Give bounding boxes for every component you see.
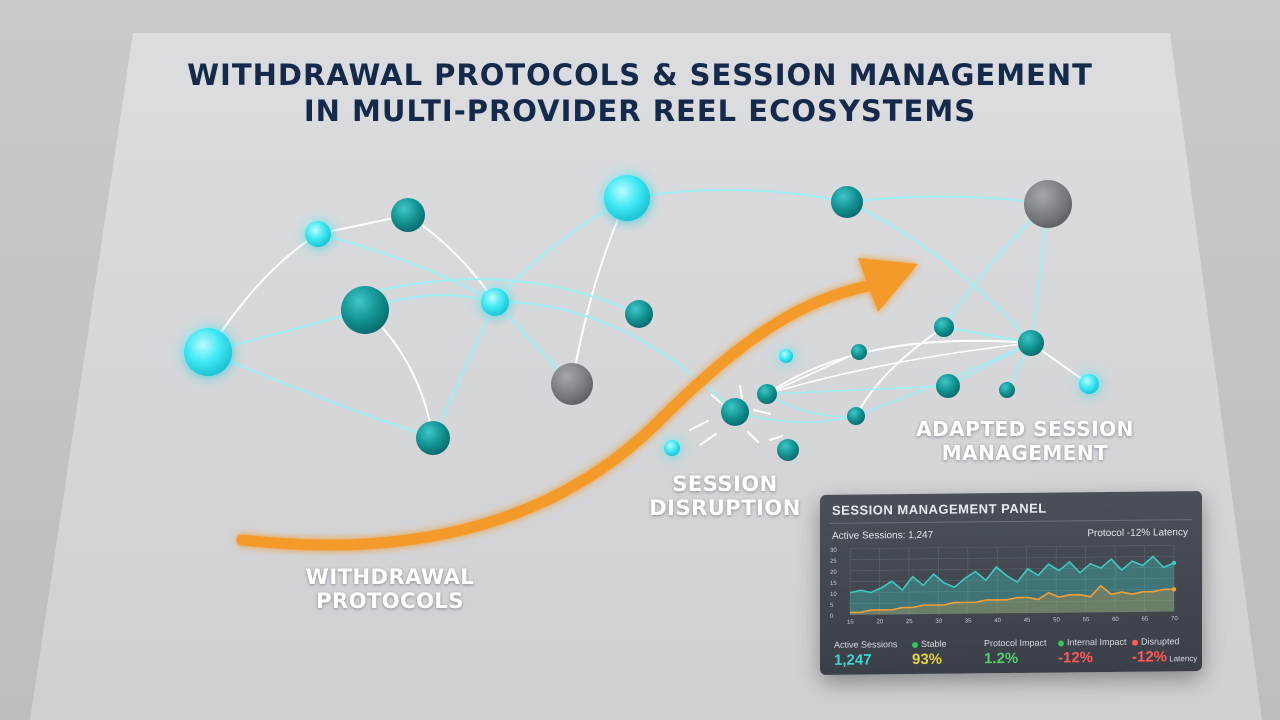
network-node xyxy=(999,382,1015,398)
network-node xyxy=(341,286,389,334)
network-node xyxy=(481,288,509,316)
chart-gridline-h xyxy=(850,544,1174,550)
chart-series-endpoint xyxy=(1171,560,1177,566)
chart-x-tick-label: 60 xyxy=(1112,617,1119,623)
chart-y-tick-label: 25 xyxy=(830,559,837,565)
network-node xyxy=(934,317,954,337)
stat-value-suffix: Latency xyxy=(1167,654,1198,664)
stat-label: Stable xyxy=(912,639,947,649)
network-node xyxy=(831,186,863,218)
chart-x-tick-label: 20 xyxy=(876,619,883,625)
network-node xyxy=(604,175,650,221)
network-node xyxy=(625,300,653,328)
disruption-sparks xyxy=(689,385,783,446)
chart-gridline-h xyxy=(850,555,1174,561)
network-node xyxy=(416,421,450,455)
network-node xyxy=(721,398,749,426)
chart-y-tick-label: 30 xyxy=(830,548,837,554)
network-node xyxy=(777,439,799,461)
chart-y-tick-label: 0 xyxy=(830,614,834,620)
status-dot-icon xyxy=(1132,639,1138,646)
chart-gridline-h xyxy=(850,610,1174,616)
withdrawal-protocols-label: WITHDRAWAL PROTOCOLS xyxy=(270,565,510,613)
chart-y-tick-label: 10 xyxy=(830,592,837,598)
protocol-latency-text: Protocol -12% Latency xyxy=(1087,527,1188,540)
chart-x-tick-label: 70 xyxy=(1171,616,1178,622)
network-node xyxy=(551,363,593,405)
network-nodes xyxy=(184,175,1099,461)
adapted-label-line-2: MANAGEMENT xyxy=(941,441,1109,465)
chart-series-endpoint xyxy=(1171,587,1177,592)
chart-x-tick-label: 30 xyxy=(935,619,942,625)
withdrawal-label-line-1: WITHDRAWAL xyxy=(305,565,475,589)
chart-series-area xyxy=(850,585,1174,615)
withdrawal-arrow xyxy=(236,258,918,551)
disruption-label-line-1: SESSION xyxy=(672,472,778,496)
active-sessions-text: Active Sessions: 1,247 xyxy=(832,529,934,542)
disruption-label-line-2: DISRUPTION xyxy=(649,496,801,520)
chart-x-tick-label: 55 xyxy=(1083,617,1090,623)
stat-label: Active Sessions xyxy=(834,639,898,650)
status-dot-icon xyxy=(912,641,918,648)
chart-x-tick-label: 40 xyxy=(994,618,1001,624)
stat-value: 1.2% xyxy=(984,649,1019,668)
stat-value: 1,247 xyxy=(834,651,872,669)
panel-divider xyxy=(830,519,1192,524)
withdrawal-label-line-2: PROTOCOLS xyxy=(316,589,464,613)
stat-label: Protocol Impact xyxy=(984,637,1047,649)
chart-y-tick-label: 5 xyxy=(830,603,834,609)
stat-label: Disrupted xyxy=(1132,636,1180,647)
chart-x-tick-label: 50 xyxy=(1053,617,1060,623)
chart-series-area xyxy=(850,556,1174,615)
stat-value: 93% xyxy=(912,650,943,669)
chart-gridline-h xyxy=(850,577,1174,583)
stat-value: -12% Latency xyxy=(1132,648,1198,666)
chart-x-tick-label: 45 xyxy=(1024,618,1031,624)
chart-series-line xyxy=(849,555,1175,594)
network-node xyxy=(1024,180,1072,228)
panel-title: SESSION MANAGEMENT PANEL xyxy=(832,500,1047,518)
chart-x-tick-label: 25 xyxy=(906,619,913,625)
network-node xyxy=(779,349,793,363)
adapted-session-label: ADAPTED SESSION MANAGEMENT xyxy=(900,417,1150,465)
network-node xyxy=(851,344,867,360)
adapted-label-line-1: ADAPTED SESSION xyxy=(916,417,1134,441)
title-line-2: IN MULTI-PROVIDER REEL ECOSYSTEMS xyxy=(303,94,977,128)
chart-gridline-h xyxy=(850,588,1174,594)
chart-x-tick-label: 65 xyxy=(1142,617,1149,623)
network-node xyxy=(391,198,425,232)
network-node xyxy=(936,374,960,398)
network-node xyxy=(1079,374,1099,394)
network-node xyxy=(664,440,680,456)
chart-y-tick-label: 20 xyxy=(830,570,837,576)
status-dot-icon xyxy=(1058,640,1064,647)
network-node xyxy=(757,384,777,404)
session-management-panel: SESSION MANAGEMENT PANEL Active Sessions… xyxy=(820,490,1202,676)
stat-value: -12% xyxy=(1058,649,1094,667)
chart-y-tick-label: 15 xyxy=(830,581,837,587)
chart-series-line xyxy=(850,584,1174,614)
chart-gridline-h xyxy=(850,599,1174,605)
network-node xyxy=(847,407,865,425)
network-node xyxy=(305,221,331,247)
chart-x-tick-label: 35 xyxy=(965,618,972,624)
chart-x-tick-label: 15 xyxy=(847,620,854,626)
network-node xyxy=(184,328,232,376)
stat-label: Internal Impact xyxy=(1058,637,1127,648)
network-node xyxy=(1018,330,1044,356)
title-line-1: WITHDRAWAL PROTOCOLS & SESSION MANAGEMEN… xyxy=(187,58,1093,92)
session-disruption-label: SESSION DISRUPTION xyxy=(630,472,820,520)
